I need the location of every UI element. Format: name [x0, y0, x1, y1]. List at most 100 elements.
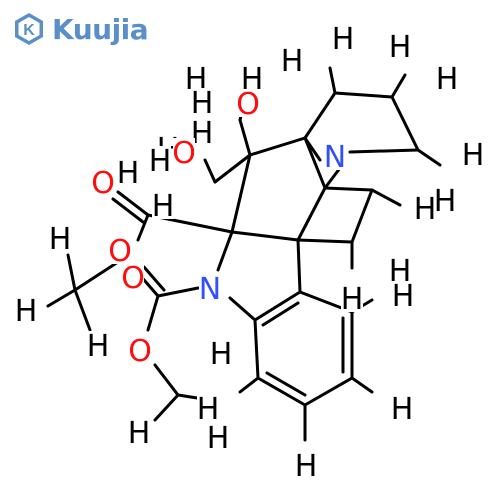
atom-label-bg [281, 46, 303, 74]
atom-label-bg [389, 256, 411, 284]
bond [213, 153, 252, 184]
bond [248, 136, 307, 157]
bond [153, 363, 180, 397]
bond [390, 95, 420, 152]
atom-labels: HHHHHHHHHOHHNHOHHOHHHOHOHHNHHHOHHHH [15, 22, 485, 484]
logo-hexagon-icon: K [15, 13, 43, 45]
atom-label-bg [191, 88, 213, 116]
atom-label-n: N [199, 272, 221, 307]
atom-label-bg [152, 191, 174, 219]
atom-label-h: H [392, 279, 415, 314]
atom-label-h: H [414, 192, 437, 227]
atom-label-bg [207, 423, 229, 451]
bond [216, 230, 234, 272]
logo-letter: K [23, 22, 35, 39]
bond [348, 148, 420, 154]
atom-label-h: H [241, 62, 264, 97]
bond [328, 66, 337, 95]
bond [46, 288, 77, 308]
bond [238, 376, 260, 394]
bond [390, 73, 407, 99]
atom-label-bg [87, 331, 109, 359]
bond [116, 190, 150, 217]
bond [238, 118, 252, 157]
bond [333, 91, 394, 99]
atom-label-bg [109, 236, 131, 264]
bond [66, 253, 77, 292]
atom-label-bg [324, 142, 346, 170]
atom-label-h: H [389, 30, 412, 65]
atom-label-bg [391, 394, 413, 422]
atom-label-bg [295, 451, 317, 479]
bond [73, 288, 92, 332]
atom-label-bg [191, 118, 213, 146]
atom-label-o: O [108, 234, 132, 269]
bond [253, 318, 260, 380]
bond [142, 265, 166, 292]
bond [303, 91, 337, 140]
atom-label-bg [92, 168, 114, 196]
bond [296, 238, 302, 294]
atom-label-h: H [191, 86, 214, 121]
bond [256, 376, 307, 407]
atom-label-h: H [391, 392, 414, 427]
atom-label-h: H [49, 222, 72, 257]
atom-label-h: H [341, 282, 364, 317]
atom-label-bg [436, 64, 458, 92]
atom-label-bg [197, 394, 219, 422]
atom-label-o: O [121, 261, 145, 296]
atom-label-o: O [236, 87, 260, 122]
bond [230, 230, 300, 242]
atom-label-bg [237, 89, 259, 117]
atom-label-bg [392, 281, 414, 309]
atom-label-bg [462, 140, 484, 168]
atom-label-bg [389, 32, 411, 60]
bond [146, 294, 160, 332]
atom-label-h: H [389, 254, 412, 289]
atom-label-h: H [332, 22, 355, 57]
atom-label-h: H [191, 116, 214, 151]
atom-label-h: H [210, 337, 233, 372]
atom-label-h: H [281, 44, 304, 79]
atom-label-n: N [324, 140, 346, 175]
atom-label-bg [15, 296, 37, 324]
bond [323, 186, 374, 192]
bond [303, 136, 327, 190]
atom-label-bg [332, 24, 354, 52]
atom-label-h: H [128, 416, 151, 451]
atom-label-bg [122, 263, 144, 291]
kuujia-logo: K Kuujia [12, 12, 149, 46]
atom-label-bg [341, 284, 363, 312]
bond [230, 153, 252, 234]
bond [265, 371, 307, 397]
atom-label-bg [129, 336, 151, 364]
atom-label-h: H [462, 138, 485, 173]
atom-label-bg [434, 186, 456, 214]
bond [136, 213, 150, 242]
bond [261, 301, 300, 327]
atom-label-h: H [295, 449, 318, 484]
atom-label-bg [241, 64, 263, 92]
atom-label-bg [199, 274, 221, 302]
atom-label-h: H [207, 421, 230, 456]
atom-label-bg [117, 158, 139, 186]
bond [370, 188, 402, 207]
atom-label-o: O [172, 136, 196, 171]
bond [323, 166, 342, 190]
atom-label-o: O [128, 334, 152, 369]
bond-lines [46, 66, 442, 442]
bond [228, 296, 257, 322]
atom-label-bg [173, 138, 195, 166]
atom-label-h: H [152, 189, 175, 224]
atom-label-bg [185, 64, 207, 92]
atom-label-bg [49, 224, 71, 252]
bond [296, 238, 354, 244]
bond [296, 186, 327, 242]
bond [350, 376, 374, 394]
bond [153, 393, 180, 422]
bond [156, 286, 200, 298]
atom-label-h: H [197, 392, 220, 427]
bond [303, 376, 354, 407]
